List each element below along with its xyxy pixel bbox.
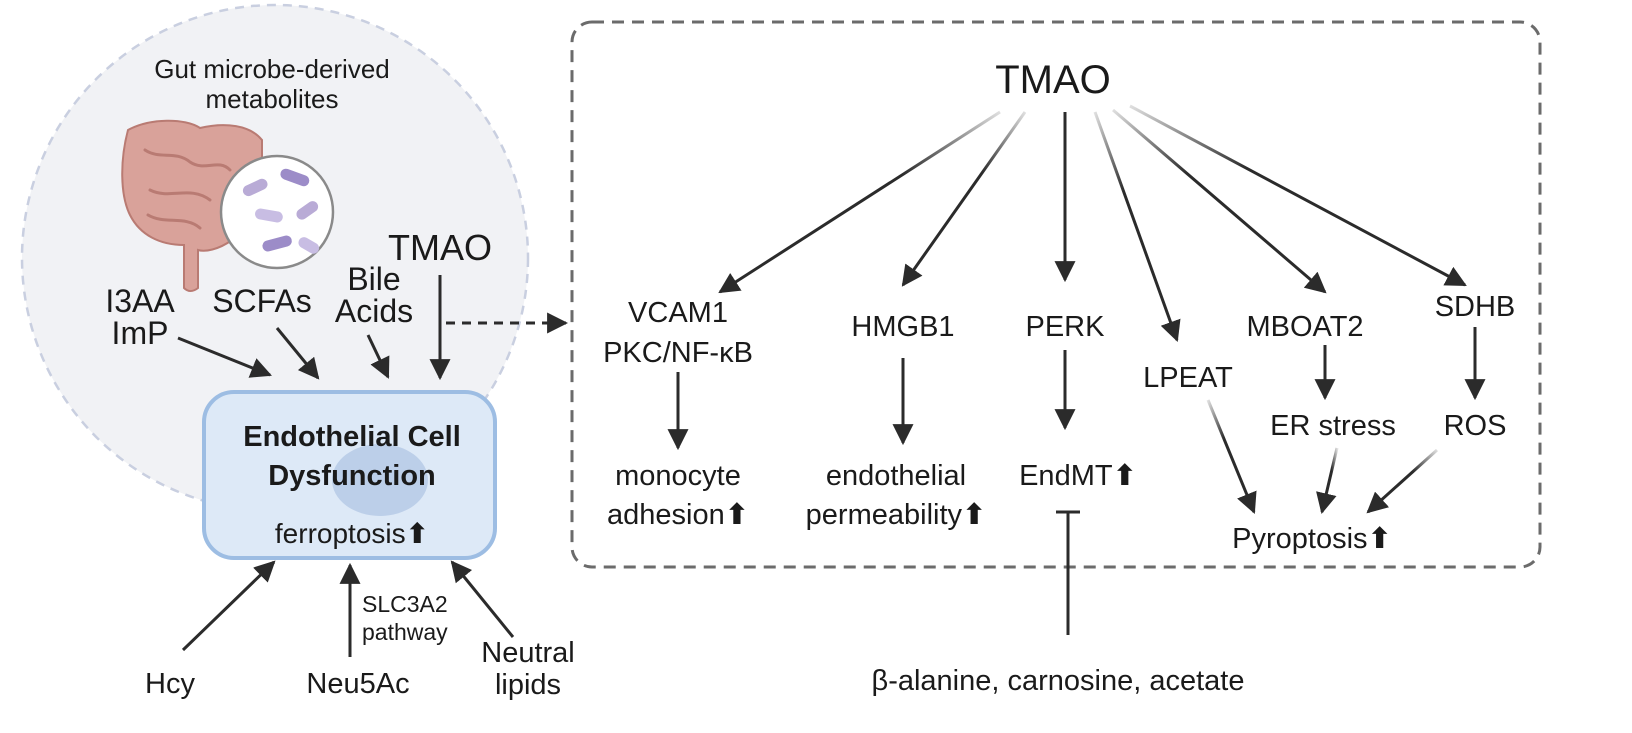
outcome-endmt: EndMT⬆ [1019, 460, 1137, 492]
tmao-fan-arrows [718, 104, 1467, 342]
tmao-title: TMAO [995, 58, 1111, 102]
arrow-er-pyroptosis [1316, 447, 1339, 515]
target-lpeat: LPEAT [1143, 362, 1233, 394]
pyroptosis-label: Pyroptosis [1232, 523, 1367, 555]
arrow-tmao-sdhb [1129, 104, 1467, 287]
downstream-arrows [667, 327, 1486, 451]
up-arrow-icon: ⬆ [1113, 460, 1137, 492]
cell-title-line1: Endothelial Cell [243, 421, 461, 453]
intestine-icon [121, 119, 263, 292]
circle-title-line2: metabolites [206, 84, 339, 114]
input-neutral-line1: Neutral [481, 637, 575, 669]
metabolite-imp: ImP [112, 315, 169, 351]
arrow-imp-to-cell [177, 336, 272, 378]
arrow-ros-pyroptosis [1366, 448, 1439, 514]
input-arrows [181, 560, 515, 657]
target-pkc-nfkb: PKC/NF-κB [603, 337, 753, 369]
arrow-scfas-to-cell [275, 327, 320, 380]
cell-title-line2: Dysfunction [268, 460, 436, 492]
outcome-ros: ROS [1444, 410, 1507, 442]
arrow-bile-to-cell [366, 334, 390, 379]
input-neu5ac: Neu5Ac [306, 668, 409, 700]
slc3a2-line1: SLC3A2 [362, 591, 448, 617]
input-neutral-line2: lipids [495, 669, 561, 701]
arrow-lpeat-pyroptosis [1206, 399, 1257, 514]
target-hmgb1: HMGB1 [851, 311, 954, 343]
bacteria-icon [219, 154, 335, 270]
target-sdhb: SDHB [1435, 291, 1516, 323]
outcome-pyroptosis: Pyroptosis⬆ [1232, 523, 1392, 555]
outcome-monocyte-line1: monocyte [615, 460, 741, 492]
cell-nucleus [332, 444, 428, 516]
pyroptosis-arrows [1206, 399, 1439, 515]
arrow-tmao-vcam1 [718, 110, 1001, 294]
arrow-tmao-hmgb1 [901, 111, 1027, 287]
metabolite-tmao: TMAO [388, 227, 492, 268]
up-arrow-icon: ⬆ [406, 518, 429, 549]
target-perk: PERK [1026, 311, 1106, 343]
outcome-er-stress: ER stress [1270, 410, 1396, 442]
ferroptosis-label: ferroptosis [275, 518, 406, 549]
slc3a2-line2: pathway [362, 619, 448, 645]
outcome-endothelial-line1: endothelial [826, 460, 966, 492]
input-hcy: Hcy [145, 668, 195, 700]
permeability-label: permeability [806, 499, 963, 531]
metabolite-bile-line1: Bile [347, 261, 400, 297]
up-arrow-icon: ⬆ [725, 499, 749, 531]
metabolite-i3aa: I3AA [105, 283, 175, 319]
arrow-hcy-to-cell [181, 560, 276, 652]
outcome-monocyte-line2: adhesion⬆ [607, 499, 749, 531]
inhibitors-label: β-alanine, carnosine, acetate [872, 665, 1245, 697]
circle-title-line1: Gut microbe-derived [154, 54, 390, 84]
arrow-tmao-mboat2 [1112, 108, 1327, 294]
endmt-label: EndMT [1019, 460, 1113, 492]
outcome-endothelial-line2: permeability⬆ [806, 499, 987, 531]
arrow-lipids-to-cell [450, 560, 515, 638]
cell-ferroptosis: ferroptosis⬆ [275, 518, 429, 549]
target-mboat2: MBOAT2 [1246, 311, 1363, 343]
metabolite-bile-line2: Acids [335, 293, 413, 329]
target-vcam1: VCAM1 [628, 297, 728, 329]
up-arrow-icon: ⬆ [1368, 523, 1392, 555]
inhibition-bar [1056, 510, 1080, 635]
up-arrow-icon: ⬆ [962, 499, 986, 531]
metabolite-scfas: SCFAs [212, 283, 312, 319]
monocyte-adhesion-label: adhesion [607, 499, 725, 531]
metabolite-arrows [177, 275, 451, 381]
arrow-tmao-lpeat [1093, 111, 1181, 342]
tmao-pathway-box [570, 20, 1542, 569]
